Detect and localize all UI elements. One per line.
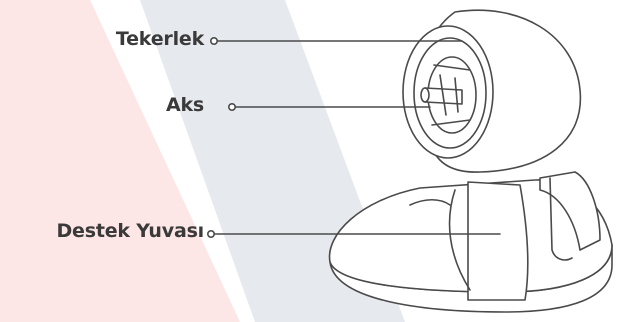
axle-leader-dot <box>229 104 235 110</box>
support-slot-label: Destek Yuvası <box>56 220 204 242</box>
support-leader-dot <box>208 231 214 237</box>
axle-label: Aks <box>166 94 204 116</box>
wheel-leader-dot <box>211 38 217 44</box>
wheel-label: Tekerlek <box>116 28 204 50</box>
support-slot <box>330 172 612 312</box>
